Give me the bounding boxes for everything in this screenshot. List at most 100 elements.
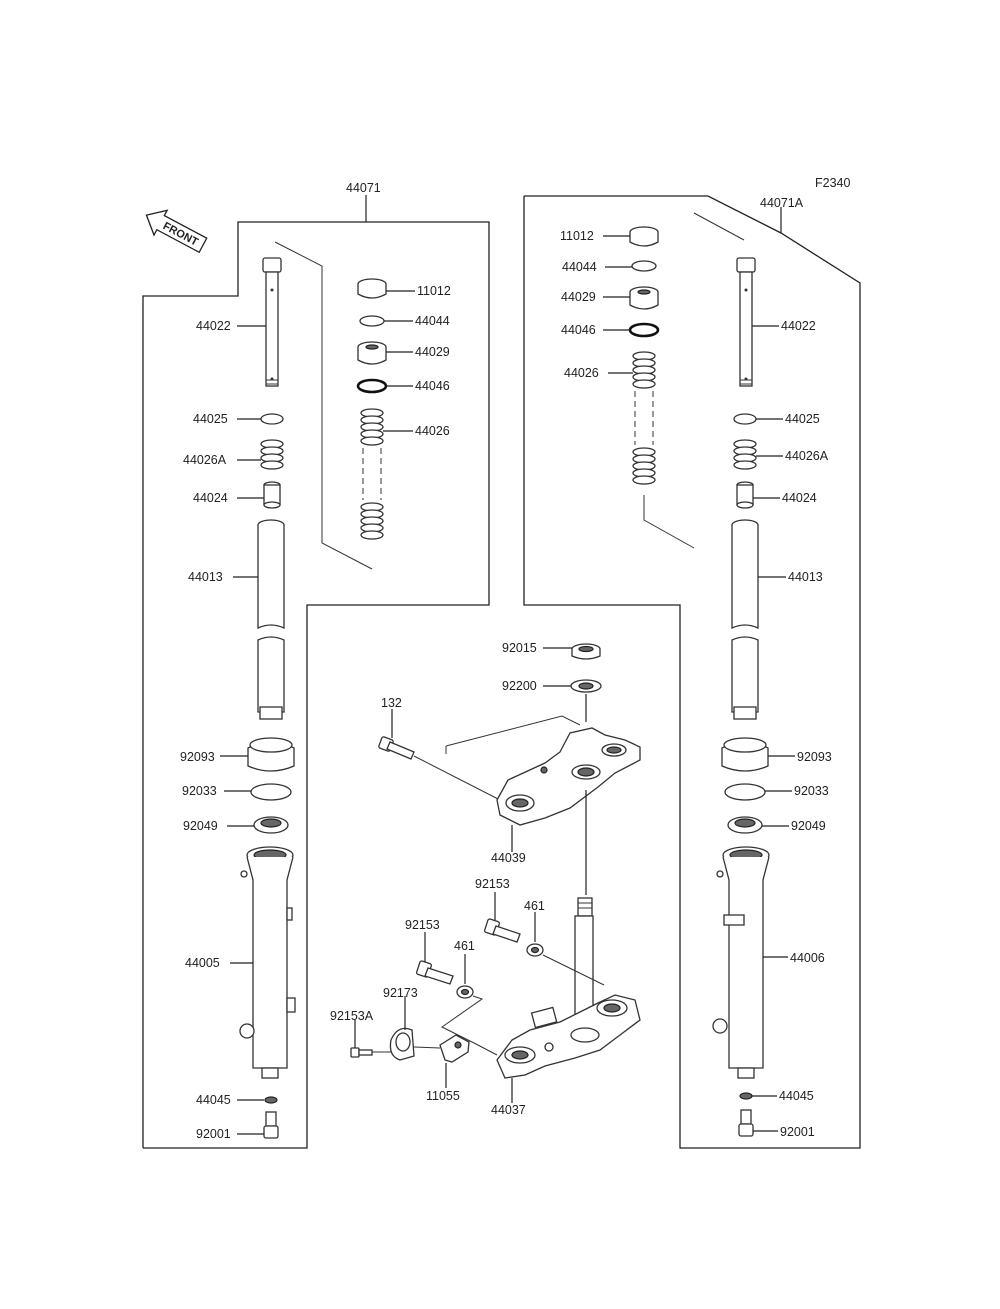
inner-tube-44013-right — [731, 519, 759, 720]
label-44013: 44013 — [188, 570, 223, 584]
oring-44046-right — [628, 322, 660, 338]
label-44006: 44006 — [790, 951, 825, 965]
label-44029-left: 44029 — [415, 345, 450, 359]
label-92049: 92049 — [183, 819, 218, 833]
label-461-top: 461 — [524, 899, 545, 913]
label-92153-top: 92153 — [475, 877, 510, 891]
label-92173: 92173 — [383, 986, 418, 1000]
upper-bracket-44039 — [496, 727, 641, 826]
label-44013-right: 44013 — [788, 570, 823, 584]
label-44026-right: 44026 — [564, 366, 599, 380]
outer-tube-44005 — [239, 846, 296, 1079]
snap-ring-92033 — [250, 783, 292, 801]
label-11012-left: 11012 — [417, 284, 451, 298]
label-92015: 92015 — [502, 641, 537, 655]
label-92033-right: 92033 — [794, 784, 829, 798]
label-44026-left: 44026 — [415, 424, 450, 438]
label-92153A: 92153A — [330, 1009, 374, 1023]
label-44044-right: 44044 — [562, 260, 597, 274]
label-44024-right: 44024 — [782, 491, 817, 505]
bracket-44039-top — [445, 715, 581, 747]
label-44046-right: 44046 — [561, 323, 596, 337]
nut-92015 — [571, 643, 601, 660]
bolt-92153-top — [484, 918, 521, 943]
bolt-132 — [378, 736, 415, 760]
label-44026A: 44026A — [183, 453, 227, 467]
spring-44026A — [260, 439, 284, 470]
dust-seal-92093-right — [721, 737, 769, 772]
connector-44071 — [274, 241, 373, 570]
label-461-mid: 461 — [454, 939, 475, 953]
ring-44044-left — [359, 315, 385, 327]
label-44022: 44022 — [196, 319, 231, 333]
washer-44045 — [264, 1096, 278, 1104]
left-group-frame — [142, 221, 490, 1149]
label-92049-right: 92049 — [791, 819, 826, 833]
label-44037: 44037 — [491, 1103, 526, 1117]
label-44045-right: 44045 — [779, 1089, 814, 1103]
label-92001: 92001 — [196, 1127, 231, 1141]
bracket-11055 — [439, 1034, 470, 1063]
label-44039: 44039 — [491, 851, 526, 865]
label-44045: 44045 — [196, 1093, 231, 1107]
bolt-132-guide — [413, 755, 501, 801]
washer-44045-right — [739, 1092, 753, 1100]
label-44022-right: 44022 — [781, 319, 816, 333]
ring-44025-right — [733, 413, 757, 425]
spacer-44029-left — [357, 341, 387, 365]
label-92093: 92093 — [180, 750, 215, 764]
label-44025: 44025 — [193, 412, 228, 426]
nut-461-mid — [456, 985, 474, 999]
spring-44026A-right — [733, 439, 757, 470]
bolt-92153A — [350, 1047, 373, 1058]
front-arrow-icon: FRONT — [145, 209, 208, 254]
oil-seal-92049-right — [727, 816, 763, 834]
oil-seal-92049 — [253, 816, 289, 834]
label-92033: 92033 — [182, 784, 217, 798]
nut-461-top — [526, 943, 544, 957]
label-92001-right: 92001 — [780, 1125, 815, 1139]
label-92093-right: 92093 — [797, 750, 832, 764]
label-44025-right: 44025 — [785, 412, 820, 426]
label-44044-left: 44044 — [415, 314, 450, 328]
snap-ring-92033-right — [724, 783, 766, 801]
label-44046-left: 44046 — [415, 379, 450, 393]
ring-44025 — [260, 413, 284, 425]
cap-11012-left — [357, 278, 387, 299]
bolt-92001 — [263, 1111, 279, 1139]
bolt-92001-right — [738, 1109, 754, 1137]
outer-tube-44006 — [712, 846, 770, 1079]
label-92200: 92200 — [502, 679, 537, 693]
steering-stem-44037 — [496, 897, 641, 1079]
label-92153-mid: 92153 — [405, 918, 440, 932]
dust-seal-92093 — [247, 737, 295, 772]
label-44071A: 44071A — [760, 196, 804, 210]
label-44024: 44024 — [193, 491, 228, 505]
washer-92200 — [570, 679, 602, 693]
figure-code: F2340 — [815, 176, 850, 190]
right-group-frame — [523, 195, 861, 1149]
connector-44071A-bottom — [643, 495, 695, 549]
damper-rod-44022 — [262, 257, 282, 387]
bolt-92153-mid — [416, 960, 454, 985]
nut-461-top-guide — [542, 954, 605, 986]
spring-44026-right — [632, 351, 656, 485]
label-132: 132 — [381, 696, 402, 710]
damper-rod-44022-right — [736, 257, 756, 387]
label-44071: 44071 — [346, 181, 381, 195]
piece-44024 — [263, 481, 281, 509]
label-11055: 11055 — [426, 1089, 460, 1103]
cap-11012-right — [629, 226, 659, 247]
ring-44044-right — [631, 260, 657, 272]
label-44026A-right: 44026A — [785, 449, 829, 463]
spacer-44029-right — [629, 286, 659, 310]
clamp-92173 — [389, 1027, 415, 1061]
spring-44026-left — [360, 408, 384, 540]
label-44029-right: 44029 — [561, 290, 596, 304]
inner-tube-44013 — [257, 519, 285, 720]
connector-44071A-top — [693, 212, 745, 241]
nut-461-mid-guide — [441, 995, 498, 1056]
label-44005: 44005 — [185, 956, 220, 970]
piece-44024-right — [736, 481, 754, 509]
